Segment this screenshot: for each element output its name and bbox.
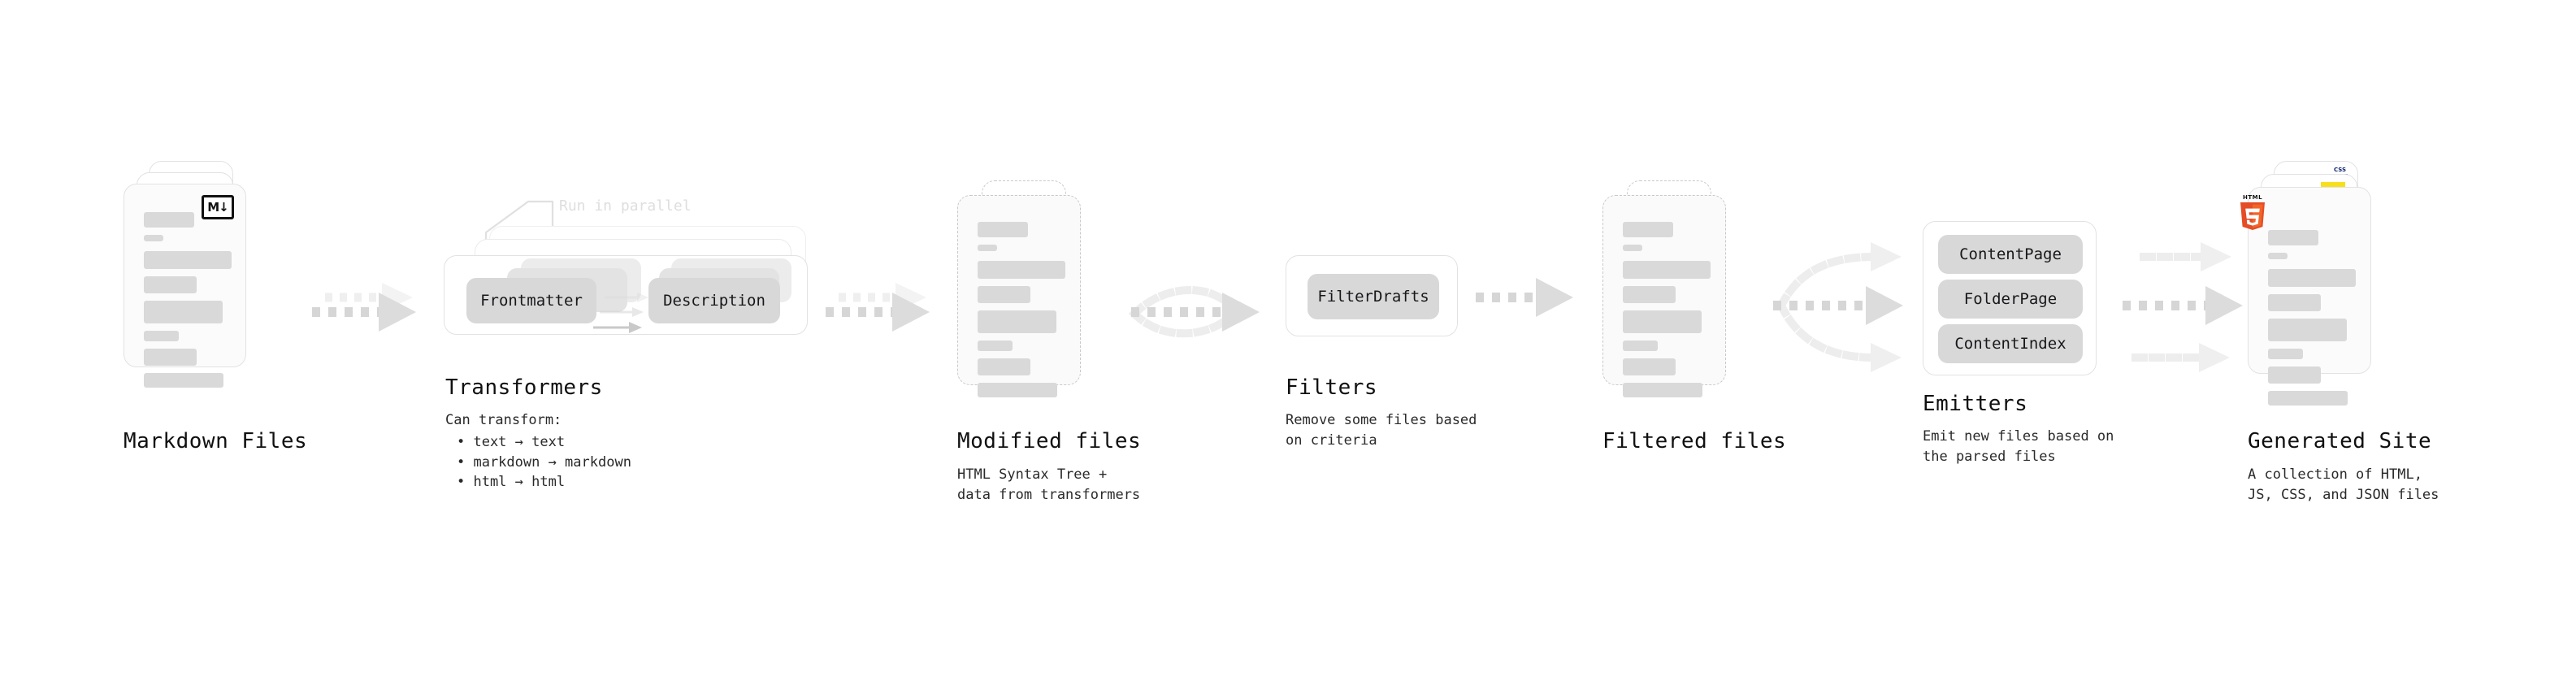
doc-bar — [2268, 319, 2347, 341]
doc-bar-title — [144, 212, 194, 228]
stage-title-emitters: Emitters — [1923, 392, 2028, 416]
arrow-solid — [312, 293, 416, 332]
stage-subtitle-generated-site: A collection of HTML, JS, CSS, and JSON … — [2248, 466, 2439, 503]
doc-bar — [1623, 358, 1676, 375]
doc-bar — [2268, 367, 2321, 384]
doc-bar — [144, 331, 179, 341]
doc-bar — [2268, 391, 2348, 406]
doc-bar — [1623, 261, 1711, 279]
doc-bar — [978, 261, 1065, 279]
transformers-bullet: • html → html — [457, 474, 566, 491]
doc-bar — [144, 373, 223, 388]
emitter-chip-contentpage-label: ContentPage — [1959, 245, 2062, 263]
stage-subtitle-emitters: Emit new files based on the parsed files — [1923, 428, 2114, 465]
doc-bar — [2268, 269, 2356, 287]
emitter-chip-folderpage[interactable]: FolderPage — [1938, 280, 2083, 319]
arrow-emitters-to-site — [2123, 242, 2243, 372]
inner-arrow-front — [593, 322, 642, 333]
transformers-bullet-list: • text → text • markdown → markdown • ht… — [457, 432, 631, 492]
doc-bar — [978, 286, 1030, 303]
markdown-card-body — [144, 212, 232, 395]
doc-bar — [1623, 383, 1702, 397]
emit-arrow-top — [2140, 242, 2231, 271]
doc-bar-small — [144, 235, 163, 241]
html5-icon-label: HTML — [2242, 194, 2263, 201]
filtered-card-front — [1602, 195, 1726, 397]
transformer-chip-description[interactable]: Description — [648, 278, 780, 323]
stage-title-markdown-files: Markdown Files — [124, 429, 308, 453]
filters-box: FilterDrafts — [1286, 255, 1458, 336]
arrow-markdown-to-transformers — [312, 283, 416, 332]
doc-bar-title — [2268, 230, 2318, 245]
doc-bar — [1623, 340, 1658, 351]
inner-arrow-mid — [600, 307, 644, 317]
transformer-chip-frontmatter[interactable]: Frontmatter — [466, 278, 596, 323]
doc-bar — [978, 358, 1030, 375]
doc-bar-small — [2268, 253, 2288, 259]
arrow-solid — [826, 293, 930, 332]
modified-card-front — [957, 195, 1081, 397]
doc-bar — [1623, 310, 1702, 333]
transformers-bullet: • text → text — [457, 434, 566, 450]
doc-bar — [978, 383, 1057, 397]
doc-bar — [144, 349, 197, 366]
doc-bar-title — [1623, 222, 1673, 237]
doc-bar — [144, 301, 223, 323]
stage-title-filters: Filters — [1286, 375, 1378, 400]
css3-icon-label: CSS — [2333, 167, 2346, 173]
stage-title-filtered-files: Filtered files — [1602, 429, 1787, 453]
doc-bar-small — [1623, 245, 1642, 251]
emitter-chip-contentindex[interactable]: ContentIndex — [1938, 324, 2083, 363]
run-in-parallel-label: Run in parallel — [559, 197, 692, 215]
stage-subtitle-filters: Remove some files based on criteria — [1286, 412, 1477, 449]
fanout-branch-top — [1776, 242, 1902, 311]
doc-bar — [2268, 294, 2321, 311]
emitter-chip-contentindex-label: ContentIndex — [1954, 335, 2066, 353]
transformers-bullet: • markdown → markdown — [457, 453, 631, 471]
markdown-badge-label: M↓ — [207, 199, 228, 215]
doc-bar — [144, 251, 232, 269]
site-card-body — [2268, 230, 2356, 413]
emitter-chip-folderpage-label: FolderPage — [1963, 290, 2058, 308]
filter-chip-filterdrafts-label: FilterDrafts — [1317, 288, 1429, 306]
transformer-inner-arrows — [593, 293, 648, 333]
stage-title-modified-files: Modified files — [957, 429, 1142, 453]
emitters-box: ContentPage FolderPage ContentIndex — [1923, 221, 2097, 375]
stage-subtitle-transformers: Can transform: — [445, 412, 562, 428]
stage-title-generated-site: Generated Site — [2248, 429, 2432, 453]
fanout-branch-bottom — [1776, 300, 1902, 372]
markdown-card-front: M↓ — [124, 184, 246, 388]
filtered-card-body — [1623, 222, 1711, 405]
doc-bar — [2268, 349, 2303, 359]
markdown-badge: M↓ — [202, 195, 234, 219]
doc-bar-title — [978, 222, 1028, 237]
html5-icon: HTML — [2239, 194, 2266, 230]
doc-bar — [144, 276, 197, 293]
doc-bar-small — [978, 245, 997, 251]
doc-bar — [978, 340, 1013, 351]
arrow-transformers-to-modified — [826, 283, 930, 332]
site-card-front-html: HTML — [2240, 187, 2371, 406]
arrow-filters-to-filtered — [1476, 278, 1573, 317]
transformer-chip-description-label: Description — [663, 292, 765, 310]
transformer-chip-frontmatter-label: Frontmatter — [480, 292, 583, 310]
inner-arrow-back — [605, 293, 648, 302]
emit-arrow-middle — [2123, 286, 2243, 325]
doc-bar — [1623, 286, 1676, 303]
doc-bar — [978, 310, 1056, 333]
modified-card-body — [978, 222, 1065, 405]
stage-subtitle-modified-files: HTML Syntax Tree + data from transformer… — [957, 466, 1141, 503]
emit-arrow-bottom — [2131, 343, 2230, 372]
emitter-chip-contentpage[interactable]: ContentPage — [1938, 235, 2083, 274]
filter-chip-filterdrafts[interactable]: FilterDrafts — [1308, 274, 1439, 319]
arrow-modified-to-filters — [1128, 285, 1260, 338]
fanout-branch-middle — [1773, 286, 1903, 325]
arrow-filtered-to-emitters-fanout — [1773, 242, 1903, 372]
stage-title-transformers: Transformers — [445, 375, 603, 400]
